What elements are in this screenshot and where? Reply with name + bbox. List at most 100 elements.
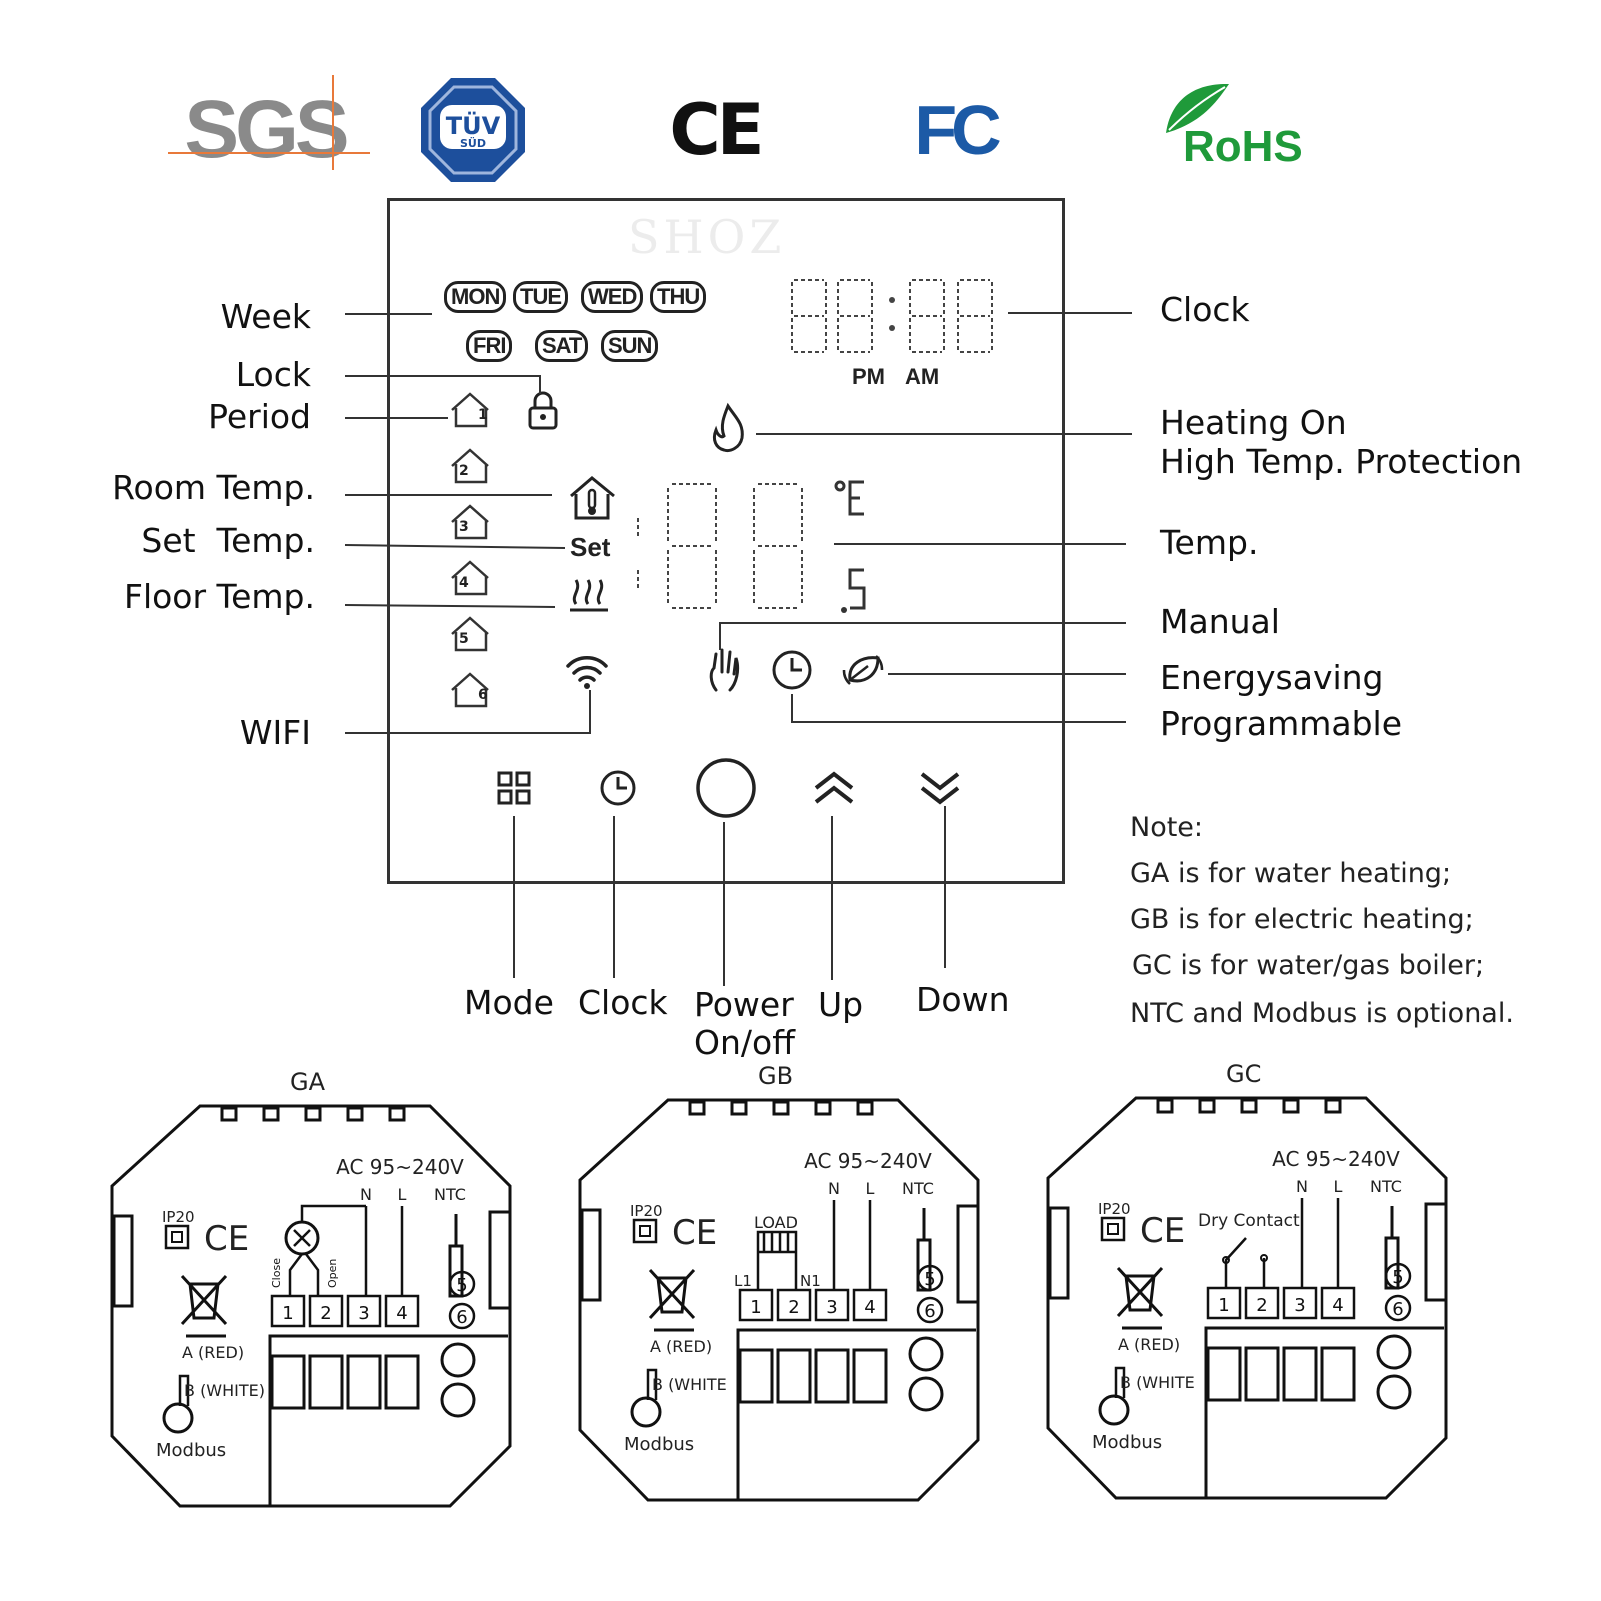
- l-label: L: [398, 1185, 407, 1204]
- l-label: L: [866, 1179, 875, 1198]
- period-4: 4: [459, 575, 469, 591]
- period-5: 5: [459, 631, 469, 647]
- label-period: Period: [208, 397, 311, 436]
- modbus-a-label: A (RED): [1118, 1335, 1180, 1354]
- note-title: Note:: [1130, 812, 1204, 843]
- modbus-label: Modbus: [156, 1440, 226, 1461]
- day-sat: SAT: [535, 330, 589, 362]
- load-label: LOAD: [754, 1213, 798, 1232]
- day-sun: SUN: [601, 330, 659, 362]
- power-button-icon[interactable]: [694, 756, 758, 820]
- day-fri: FRI: [466, 330, 513, 362]
- manual-hand-icon: [709, 648, 740, 692]
- ntc-label: NTC: [434, 1185, 466, 1204]
- ntc-terminal-5: 5: [456, 1275, 467, 1296]
- n1-label: N1: [800, 1272, 821, 1290]
- mode-button-icon[interactable]: [496, 770, 532, 806]
- terminal-3: 3: [826, 1297, 837, 1318]
- label-up: Up: [818, 985, 864, 1024]
- terminal-1: 1: [282, 1303, 293, 1324]
- day-tue: TUE: [513, 281, 568, 313]
- rohs-logo: RoHS: [1155, 70, 1325, 190]
- label-mode: Mode: [464, 983, 554, 1022]
- terminal-2: 2: [788, 1297, 799, 1318]
- open-label: Open: [326, 1259, 339, 1288]
- leaf-icon: [1166, 83, 1229, 133]
- terminal-3: 3: [1294, 1295, 1305, 1316]
- n-label: N: [360, 1185, 372, 1204]
- voltage-label: AC 95~240V: [1272, 1147, 1400, 1171]
- label-down: Down: [916, 980, 1010, 1019]
- label-week: Week: [220, 297, 311, 336]
- ce-logo: CE: [669, 89, 764, 171]
- terminal-1: 1: [750, 1297, 761, 1318]
- label-lock: Lock: [235, 355, 311, 394]
- thermostat-face: [387, 198, 1065, 884]
- note-line-2: GB is for electric heating;: [1130, 904, 1474, 935]
- ntc-terminal-6: 6: [456, 1307, 467, 1328]
- clock-button-icon[interactable]: [598, 768, 638, 808]
- day-mon: MON: [444, 281, 507, 313]
- period-icons: [451, 392, 489, 708]
- label-energysaving: Energysaving: [1160, 658, 1384, 697]
- dry-contact-label: Dry Contact: [1198, 1211, 1300, 1231]
- day-thu: THU: [650, 281, 707, 313]
- label-clock-button: Clock: [578, 983, 668, 1022]
- set-indicator: Set: [570, 532, 611, 562]
- room-temp-icon: [570, 476, 615, 520]
- period-3: 3: [459, 519, 469, 535]
- flame-icon: [712, 402, 744, 452]
- modbus-b-label: B (WHITE: [652, 1375, 727, 1394]
- ce-mark: CE: [672, 1213, 717, 1253]
- l1-label: L1: [734, 1272, 752, 1290]
- label-floor-temp: Floor Temp.: [123, 577, 315, 616]
- label-wifi: WIFI: [239, 713, 311, 752]
- down-button-icon[interactable]: [918, 770, 962, 806]
- up-button-icon[interactable]: [812, 770, 856, 806]
- ntc-label: NTC: [902, 1179, 934, 1198]
- n-label: N: [828, 1179, 840, 1198]
- note-line-4: NTC and Modbus is optional.: [1130, 998, 1514, 1029]
- terminal-1: 1: [1218, 1295, 1229, 1316]
- label-high-temp: High Temp. Protection: [1160, 442, 1523, 481]
- terminal-4: 4: [396, 1303, 407, 1324]
- terminal-4: 4: [1332, 1295, 1343, 1316]
- voltage-label: AC 95~240V: [336, 1155, 464, 1179]
- ip20-label: IP20: [1098, 1200, 1131, 1218]
- note-line-3: GC is for water/gas boiler;: [1132, 950, 1485, 981]
- wiring-title-ga: GA: [290, 1068, 326, 1096]
- ce-mark: CE: [204, 1219, 249, 1259]
- svg-text:SÜD: SÜD: [460, 136, 486, 150]
- wiring-title-gc: GC: [1226, 1060, 1262, 1088]
- terminal-2: 2: [320, 1303, 331, 1324]
- label-room-temp: Room Temp.: [112, 468, 315, 507]
- label-clock: Clock: [1160, 290, 1250, 329]
- ntc-terminal-6: 6: [1392, 1299, 1403, 1320]
- wifi-icon: [566, 656, 608, 689]
- floor-heat-icon: [570, 579, 608, 612]
- label-power: Power: [694, 985, 794, 1024]
- modbus-b-label: B (WHITE: [1120, 1373, 1195, 1392]
- note-line-1: GA is for water heating;: [1130, 858, 1452, 889]
- close-label: Close: [270, 1258, 283, 1288]
- n-label: N: [1296, 1177, 1308, 1196]
- fc-logo: FC: [914, 91, 1001, 169]
- lock-icon: [528, 391, 558, 430]
- ntc-terminal-5: 5: [1392, 1267, 1403, 1288]
- sgs-logo: SGS: [160, 70, 370, 190]
- ip20-label: IP20: [630, 1202, 663, 1220]
- temp-digits: [637, 480, 866, 613]
- watermark: SHOZ: [628, 210, 786, 264]
- pm-indicator: PM: [852, 364, 885, 389]
- l-label: L: [1334, 1177, 1343, 1196]
- tuv-logo: TÜV SÜD: [418, 70, 528, 190]
- terminal-4: 4: [864, 1297, 875, 1318]
- ip20-label: IP20: [162, 1208, 195, 1226]
- label-heating-on: Heating On: [1160, 403, 1347, 442]
- tuv-badge-icon: TÜV SÜD: [421, 78, 525, 182]
- terminal-3: 3: [358, 1303, 369, 1324]
